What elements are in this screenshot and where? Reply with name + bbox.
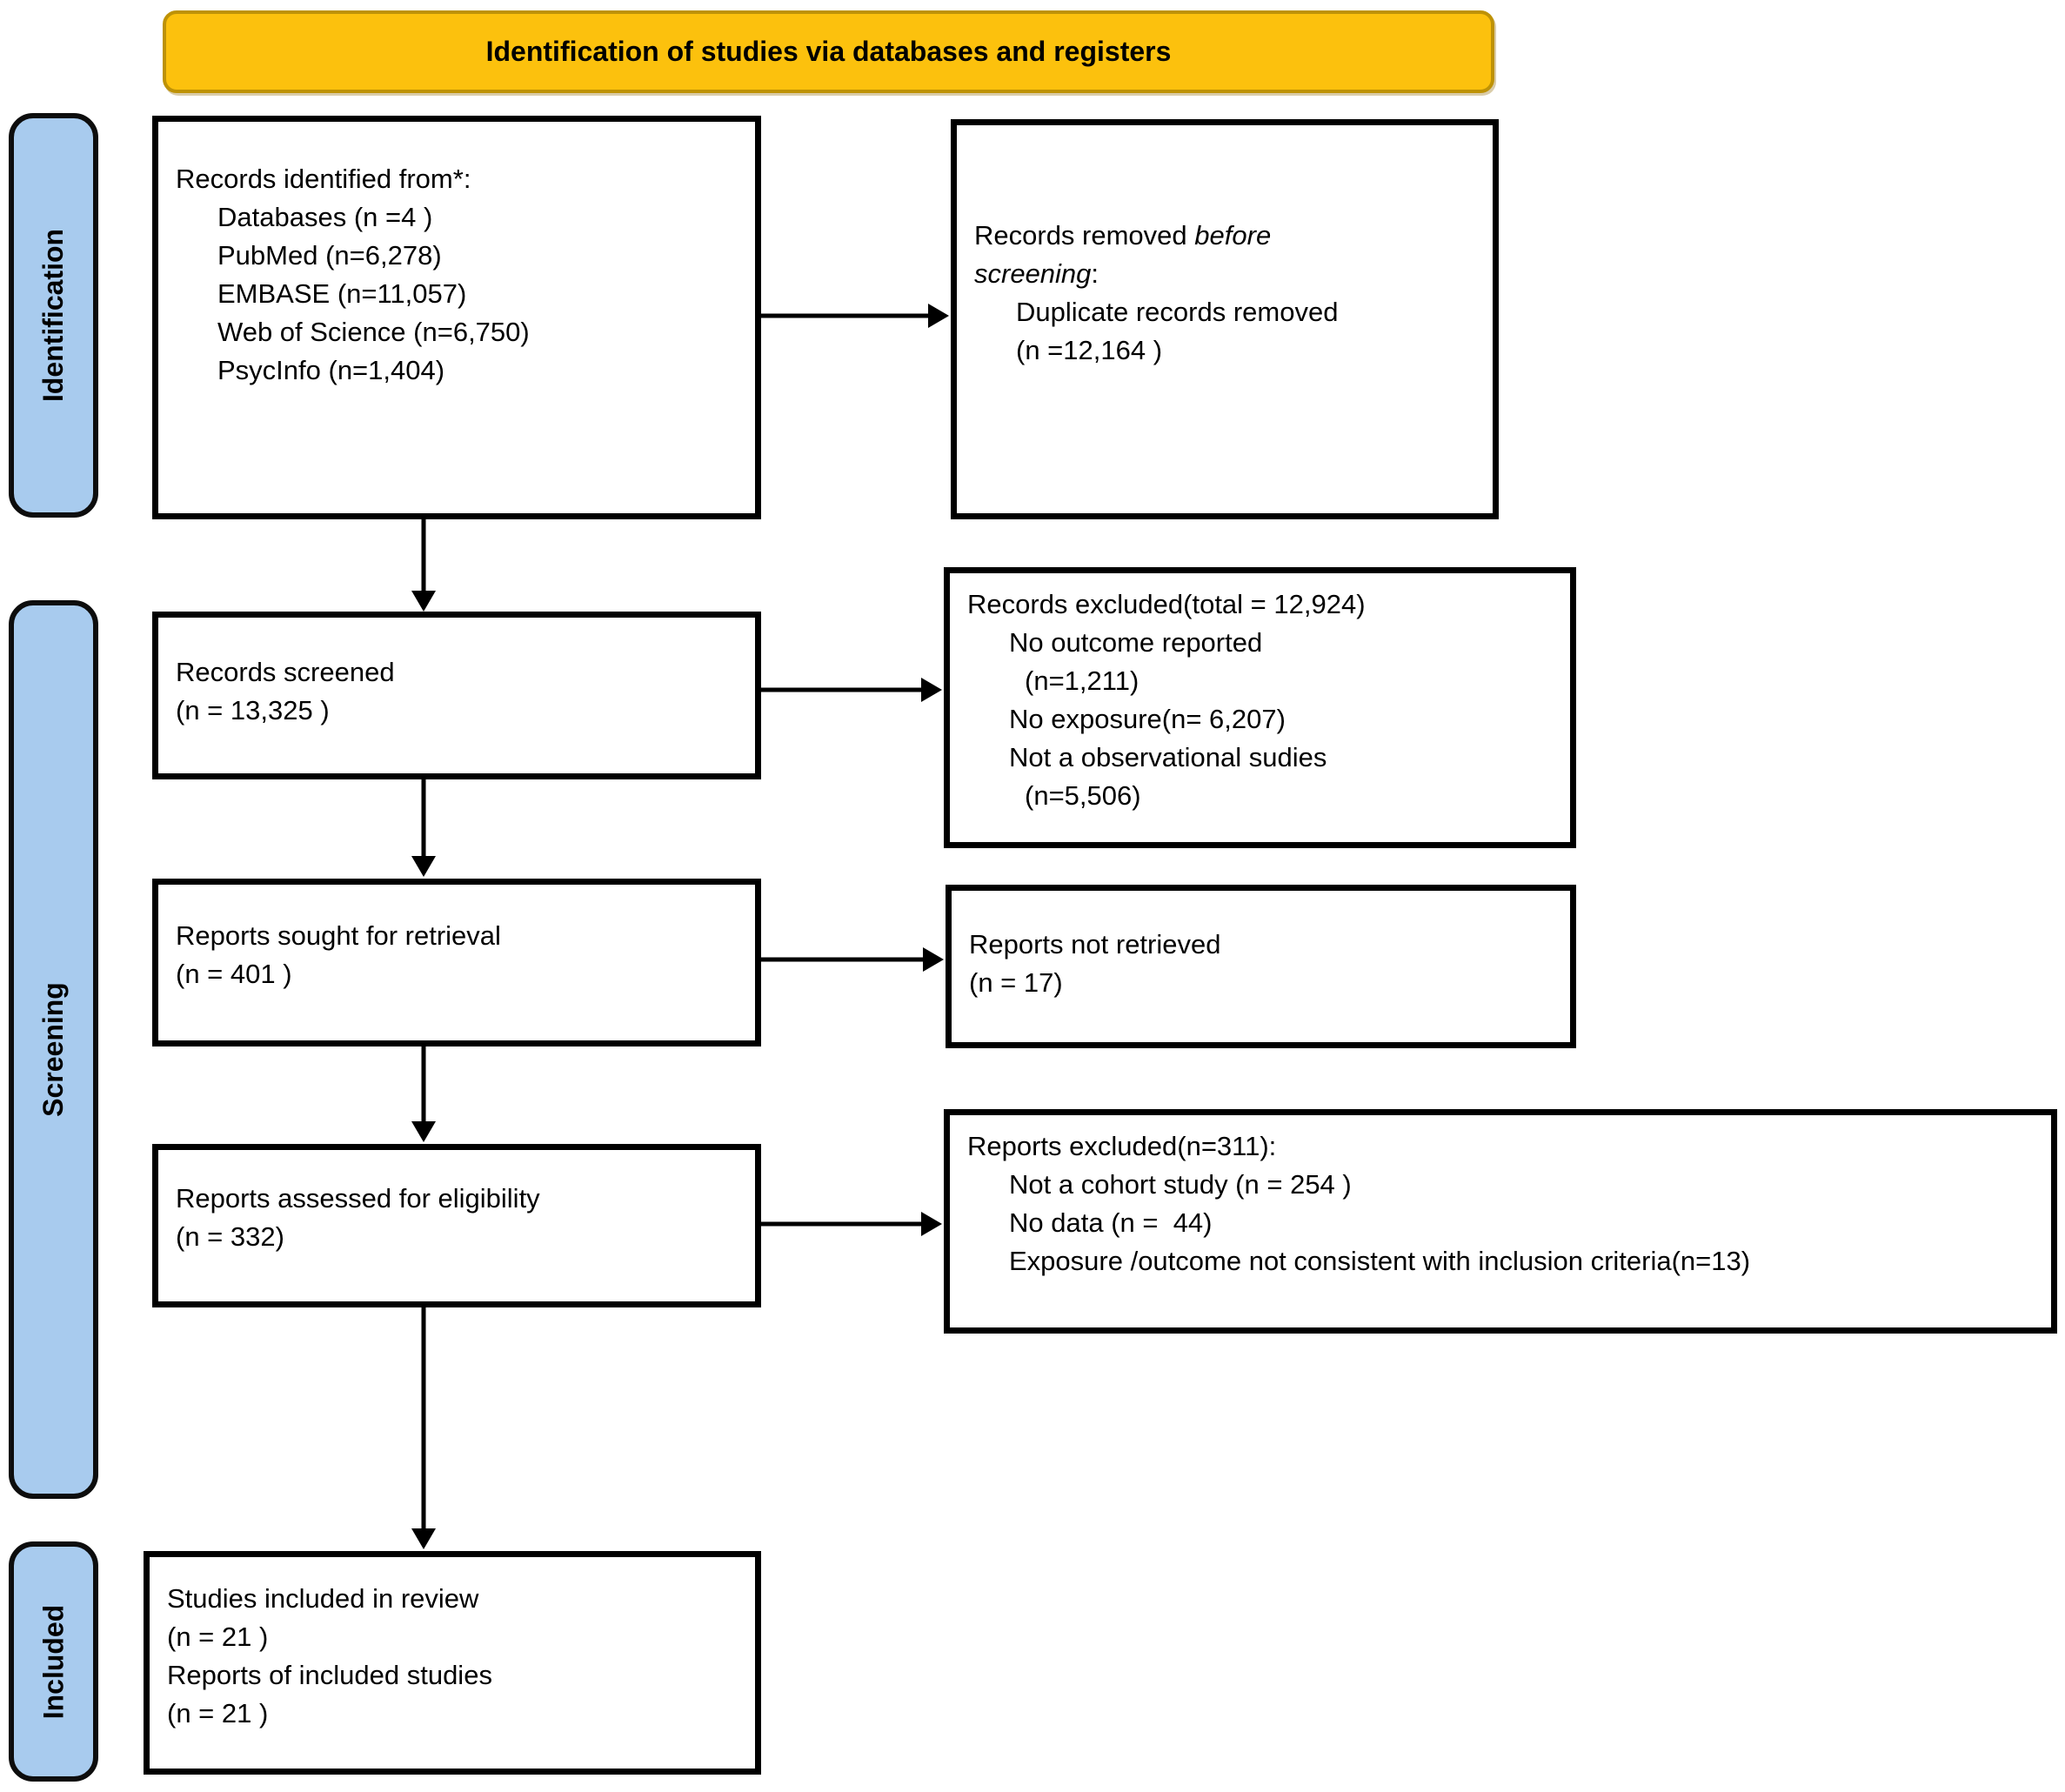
box-reports-assessed-for-eligibility: Reports assessed for eligibility (n = 33… (152, 1144, 761, 1307)
text-line: (n = 401 ) (176, 959, 292, 989)
text-line: (n = 21 ) (167, 1698, 269, 1728)
text-line: Reports sought for retrieval (176, 920, 501, 951)
text-line: Studies included in review (167, 1583, 479, 1614)
arrow-identified-to-screened (411, 519, 436, 612)
stage-screening: Screening (9, 600, 98, 1499)
text-line: Not a cohort study (n = 254 ) (1009, 1169, 1352, 1200)
text-line: (n=5,506) (1025, 780, 1141, 811)
stage-screening-label: Screening (37, 982, 69, 1117)
box-reports-excluded: Reports excluded(n=311): Not a cohort st… (944, 1109, 2057, 1334)
text-line: Exposure /outcome not consistent with in… (1009, 1246, 1751, 1276)
text-line: Reports of included studies (167, 1660, 492, 1690)
text-line: Records identified from*: (176, 164, 471, 194)
stage-identification-label: Identification (37, 228, 70, 403)
arrow-identified-to-removed (761, 304, 949, 328)
arrow-sought-to-assessed (411, 1046, 436, 1142)
text-line: Reports assessed for eligibility (176, 1183, 540, 1214)
text-line: No data (n = 44) (1009, 1207, 1213, 1238)
banner-label: Identification of studies via databases … (485, 36, 1172, 67)
stage-included: Included (9, 1541, 98, 1782)
arrow-screened-to-excluded (761, 678, 942, 702)
box-reports-not-retrieved: Reports not retrieved (n = 17) (946, 885, 1576, 1048)
text-line: No exposure(n= 6,207) (1009, 704, 1286, 734)
arrow-screened-to-sought (411, 779, 436, 877)
text-line: Reports not retrieved (969, 929, 1221, 960)
text-line: PsycInfo (n=1,404) (217, 355, 445, 385)
text-line: (n =12,164 ) (1016, 335, 1163, 365)
arrow-assessed-to-reports-excluded (761, 1212, 942, 1236)
arrow-sought-to-not-retrieved (761, 947, 944, 972)
stage-included-label: Included (37, 1604, 69, 1719)
text-line: Web of Science (n=6,750) (217, 317, 530, 347)
box-reports-sought-for-retrieval: Reports sought for retrieval (n = 401 ) (152, 879, 761, 1046)
text-line: Records screened (176, 657, 395, 687)
text-line: (n = 13,325 ) (176, 695, 330, 725)
text-line: EMBASE (n=11,057) (217, 278, 467, 309)
text-line: screening: (974, 258, 1099, 289)
text-line: No outcome reported (1009, 627, 1263, 658)
arrow-assessed-to-included (411, 1307, 436, 1549)
box-records-removed-before-screening: Records removed before screening: Duplic… (951, 119, 1499, 519)
text-line: Duplicate records removed (1016, 297, 1339, 327)
box-records-excluded: Records excluded(total = 12,924) No outc… (944, 567, 1576, 848)
text-line: Databases (n =4 ) (217, 202, 433, 232)
text-line: PubMed (n=6,278) (217, 240, 442, 271)
text-line: Records removed before (974, 220, 1272, 251)
box-records-identified: Records identified from*: Databases (n =… (152, 116, 761, 519)
text-line: Reports excluded(n=311): (967, 1131, 1277, 1161)
banner-identification-via-databases: Identification of studies via databases … (163, 10, 1494, 93)
text-line: (n = 17) (969, 967, 1063, 998)
stage-identification: Identification (9, 113, 98, 518)
box-studies-included-in-review: Studies included in review (n = 21 ) Rep… (144, 1551, 761, 1775)
text-line: Records excluded(total = 12,924) (967, 589, 1366, 619)
text-line: (n = 332) (176, 1221, 284, 1252)
text-line: (n = 21 ) (167, 1621, 269, 1652)
text-line: Not a observational sudies (1009, 742, 1327, 772)
text-line: (n=1,211) (1025, 665, 1139, 696)
box-records-screened: Records screened (n = 13,325 ) (152, 612, 761, 779)
